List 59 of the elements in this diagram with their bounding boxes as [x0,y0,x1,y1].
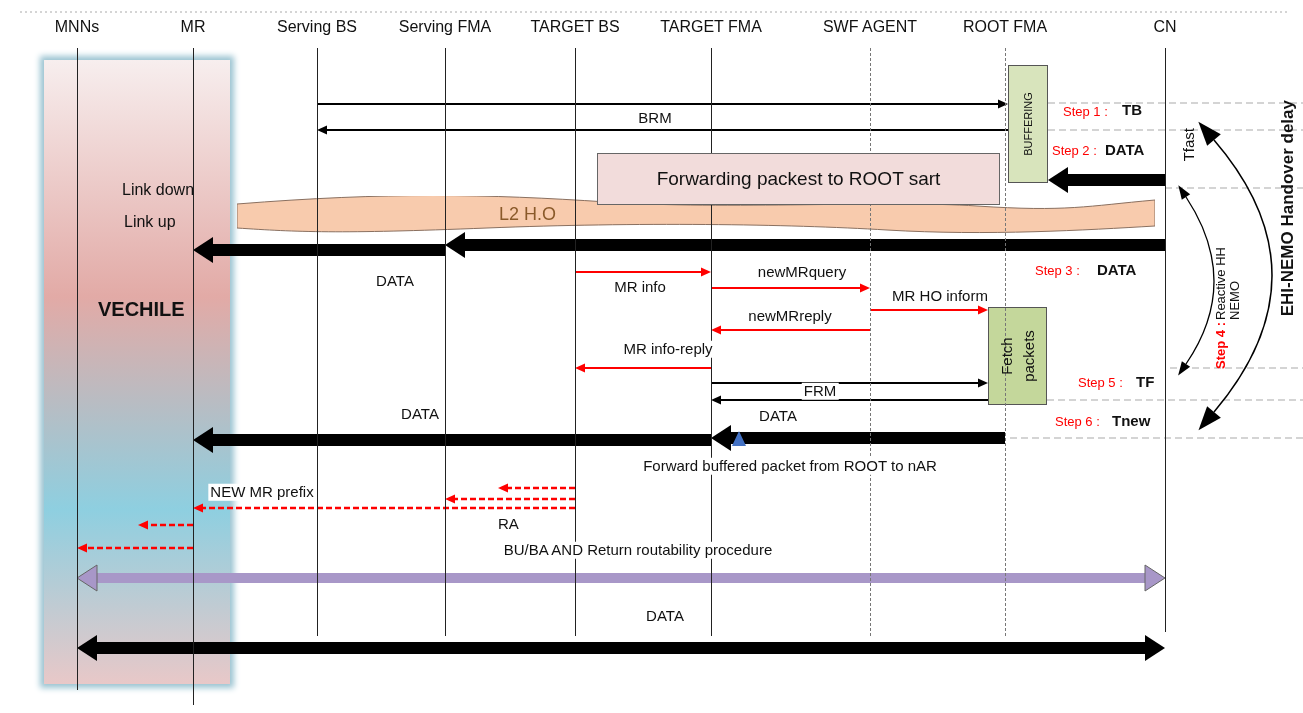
lifeline-label: Serving FMA [398,18,492,36]
lifeline-label: TARGET FMA [659,18,763,36]
process-box [988,307,1047,405]
thick-arrow [193,427,711,453]
text-label: VECHILE [98,298,185,320]
arrow [77,543,193,553]
arrow [710,283,870,293]
box-label: Forwarding packest to ROOT sart [656,168,941,190]
text-label: Step 3 : [1035,264,1080,279]
arrow [711,395,989,405]
text-label: TB [1122,102,1142,119]
process-box [597,153,1000,205]
arrow [316,99,1008,109]
arrow [445,494,575,504]
edge-label: Forward buffered packet from ROOT to nAR [641,457,939,475]
arrow [498,483,575,493]
text-label: Link up [124,213,176,231]
process-box [1008,65,1048,183]
lifeline-label: CN [1152,18,1178,36]
thick-arrow [1048,167,1165,193]
text-label: DATA [1097,262,1137,279]
text-label: TF [1136,374,1155,391]
arrow [711,325,871,335]
lifeline-label: MR [179,18,207,36]
lifeline-label: Serving BS [276,18,358,36]
arrow [138,520,193,530]
lifeline-label: MNNs [54,18,100,36]
arrow [575,363,712,373]
text-label: Step 5 : [1078,376,1123,391]
vertical-label: Tfast [1181,128,1198,162]
thick-arrow [77,635,1165,661]
edge-label: MR info-reply [621,340,715,358]
text-label: DATA [1105,142,1145,159]
arrow [869,305,988,315]
text-label: Step 2 : [1052,144,1097,159]
box-label: BUFFERING [1020,92,1035,156]
arrow [317,125,1009,135]
arrow [193,503,575,513]
edge-label: NEW MR prefix [208,483,316,501]
text-label: RA [498,516,519,533]
thick-arrow [76,564,1166,592]
text-label: Tnew [1112,413,1151,430]
vertical-label: EHI-NEMO Handover delay [1279,100,1298,317]
band-label: L2 H.O [499,205,557,225]
arrow [574,267,711,277]
text-label: Link down [122,181,195,199]
edge-label: newMRreply [746,307,834,325]
vertical-label: Step 4 : [1214,322,1229,369]
lifeline-label: TARGET BS [529,18,621,36]
text-label: Step 6 : [1055,415,1100,430]
lifeline-label: SWF AGENT [822,18,918,36]
thick-arrow [193,237,445,263]
thick-arrow [445,232,1165,258]
vertical-label: Reactive HH NEMO [1214,246,1243,320]
edge-label: BU/BA AND Return routability procedure [501,541,775,559]
box-label: Fetch packets [996,330,1038,382]
lifeline-label: ROOT FMA [962,18,1048,36]
text-label: Step 1 : [1063,105,1108,120]
thick-arrow [711,425,1005,451]
